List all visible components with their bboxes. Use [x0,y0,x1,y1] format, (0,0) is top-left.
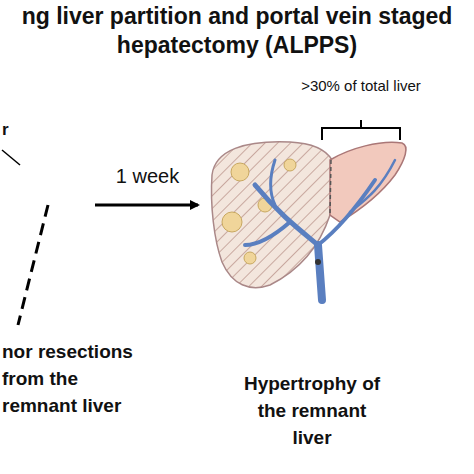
ligation-clip [315,259,321,265]
volume-label: >30% of total liver [296,76,426,95]
tumors [222,159,296,264]
right-lobe [211,142,332,288]
time-label: 1 week [95,165,200,188]
partition-line [330,160,331,215]
step-label: Hypertrophy of the remnant liver [242,370,382,451]
fragment-label: r [2,120,9,140]
partition-line [18,205,48,325]
bracket [322,120,400,140]
step-label: nor resections from the remnant liver [2,338,152,419]
figure-title: ng liver partition and portal vein stage… [10,2,464,60]
remnant-lobe [330,142,406,222]
leader-line [2,150,20,165]
time-arrow [95,204,198,207]
portal-vein [245,160,395,300]
